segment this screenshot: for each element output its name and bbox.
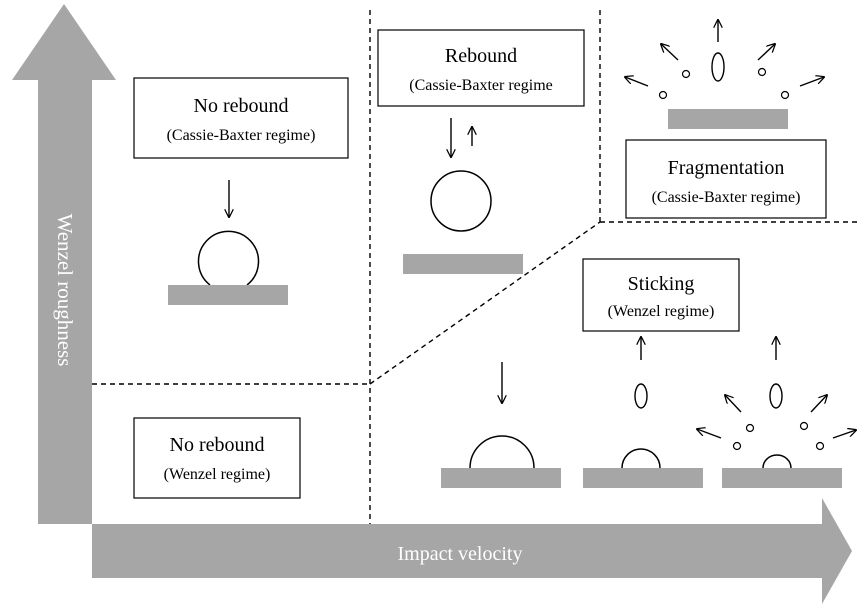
droplet-fragment (634, 383, 648, 409)
region-title: Rebound (445, 45, 517, 67)
droplet-fragment (681, 69, 691, 79)
label-box (133, 417, 301, 499)
region-title: Fragmentation (668, 157, 785, 179)
y-axis-label: Wenzel roughness (53, 214, 77, 367)
substrate (583, 468, 703, 488)
substrate (168, 285, 288, 305)
droplet (762, 454, 792, 469)
droplet-fragment (745, 423, 755, 433)
region-no-rebound-wenzel: No rebound (Wenzel regime) (133, 417, 301, 499)
region-subtitle: (Cassie-Baxter regime (409, 77, 553, 94)
droplet-fragment (769, 383, 783, 409)
droplet-fragment (799, 421, 809, 431)
x-axis-arrow (92, 498, 852, 604)
splash-arrow (725, 395, 742, 413)
substrate (441, 468, 561, 488)
substrate (403, 254, 523, 274)
region-subtitle: (Wenzel regime) (608, 303, 715, 320)
splash-arrow (697, 429, 722, 439)
substrate (668, 109, 788, 129)
droplet-fragment (780, 90, 790, 100)
droplet-fragment (815, 441, 825, 451)
substrate (722, 468, 842, 488)
region-title: Sticking (628, 273, 695, 295)
region-title: No rebound (170, 434, 265, 456)
splash-arrow (832, 430, 856, 439)
region-subtitle: (Cassie-Baxter regime) (167, 127, 316, 144)
region-fragmentation-cassie-baxter: Fragmentation (Cassie-Baxter regime) (625, 20, 827, 219)
label-box (582, 258, 740, 332)
droplet (430, 170, 492, 232)
y-axis-arrow (12, 4, 116, 524)
region-subtitle: (Wenzel regime) (164, 466, 271, 483)
region-sticking-wenzel: Sticking (Wenzel regime) (441, 258, 856, 488)
region-rebound-cassie-baxter: Rebound (Cassie-Baxter regime (377, 29, 585, 274)
boundary-diagonal (369, 221, 601, 385)
label-box (377, 29, 585, 107)
droplet-fragment (711, 52, 725, 82)
region-title: No rebound (194, 95, 289, 117)
splash-arrow (757, 44, 775, 61)
label-box (133, 77, 349, 159)
droplet-fragment (658, 90, 668, 100)
droplet (197, 230, 260, 286)
splash-arrow (810, 395, 827, 413)
splash-arrow (799, 77, 824, 87)
droplet (621, 448, 661, 469)
splash-arrow (625, 77, 649, 87)
droplet (469, 435, 535, 469)
region-no-rebound-cassie-baxter: No rebound (Cassie-Baxter regime) (133, 77, 349, 305)
droplet-fragment (757, 67, 767, 77)
droplet-fragment (732, 441, 742, 451)
region-subtitle: (Cassie-Baxter regime) (652, 189, 801, 206)
splash-arrow (661, 44, 679, 61)
label-box (625, 139, 827, 219)
regime-boundaries (92, 10, 857, 524)
x-axis-label: Impact velocity (398, 543, 523, 565)
